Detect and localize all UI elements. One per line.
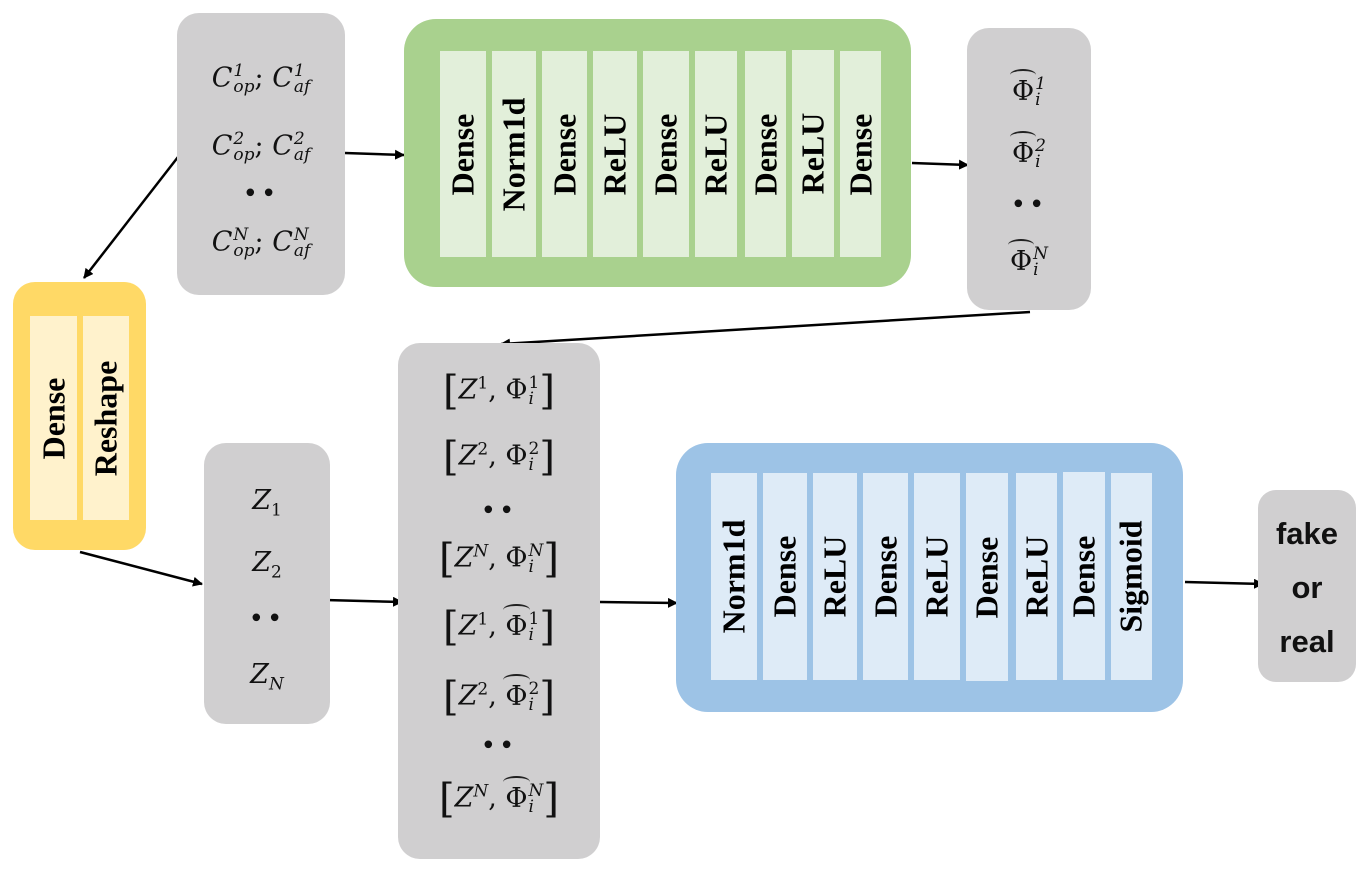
z-ellipsis: •• [248,604,286,634]
fake-pair-ellipsis: •• [480,731,518,761]
output-label-fake: fake [1275,516,1339,551]
z-1: Z1 [252,485,282,521]
arrow-reshape-to-z [79,550,203,587]
discriminator-layer-relu: ReLU [1016,473,1057,680]
z-2: Z2 [252,547,282,583]
arrow-condition-to-reshape [83,156,179,279]
generator-layer-relu: ReLU [695,51,737,257]
arrow-discriminator-to-output [1184,578,1264,589]
reshape-block: Dense Reshape [13,282,146,550]
latent-z-box: Z1 Z2 •• ZN [204,443,330,724]
discriminator-layer-dense: Dense [966,473,1008,681]
generator-layer-relu: ReLU [593,51,637,257]
reshape-layer-dense: Dense [30,316,77,520]
generator-layer-dense: Dense [542,51,587,257]
arrow-phi-hat-to-concat [500,310,1031,349]
discriminator-layer-relu: ReLU [914,473,960,680]
real-pair-ellipsis: •• [480,496,518,526]
output-label-or: or [1291,570,1323,605]
phi-hat-ellipsis: •• [1010,190,1048,220]
discriminator-block: Norm1d Dense ReLU Dense ReLU Dense ReLU … [676,443,1183,712]
z-n: ZN [250,659,284,695]
generator-layer-relu: ReLU [792,50,834,257]
arrow-concat-to-discriminator [599,597,678,608]
generator-layer-norm1d: Norm1d [492,51,536,257]
discriminator-layer-dense: Dense [863,473,908,680]
discriminator-layer-relu: ReLU [813,473,857,680]
output-box: fake or real [1258,490,1356,682]
arrow-generator-to-phi-hat [911,159,969,170]
discriminator-layer-sigmoid: Sigmoid [1111,473,1152,680]
generator-layer-dense: Dense [840,51,881,257]
arrow-condition-to-generator [344,149,405,160]
generator-layer-dense: Dense [745,51,786,257]
generator-layer-dense: Dense [440,51,486,257]
discriminator-layer-dense: Dense [1063,472,1105,680]
condition-ellipsis: •• [242,179,280,209]
reshape-layer-reshape: Reshape [83,316,129,520]
generator-block: Dense Norm1d Dense ReLU Dense ReLU Dense… [404,19,911,287]
discriminator-layer-dense: Dense [763,473,807,680]
arrow-z-to-concat [324,596,403,607]
generator-layer-dense: Dense [643,51,689,257]
output-label-real: real [1279,624,1335,659]
discriminator-layer-norm1d: Norm1d [711,473,757,680]
